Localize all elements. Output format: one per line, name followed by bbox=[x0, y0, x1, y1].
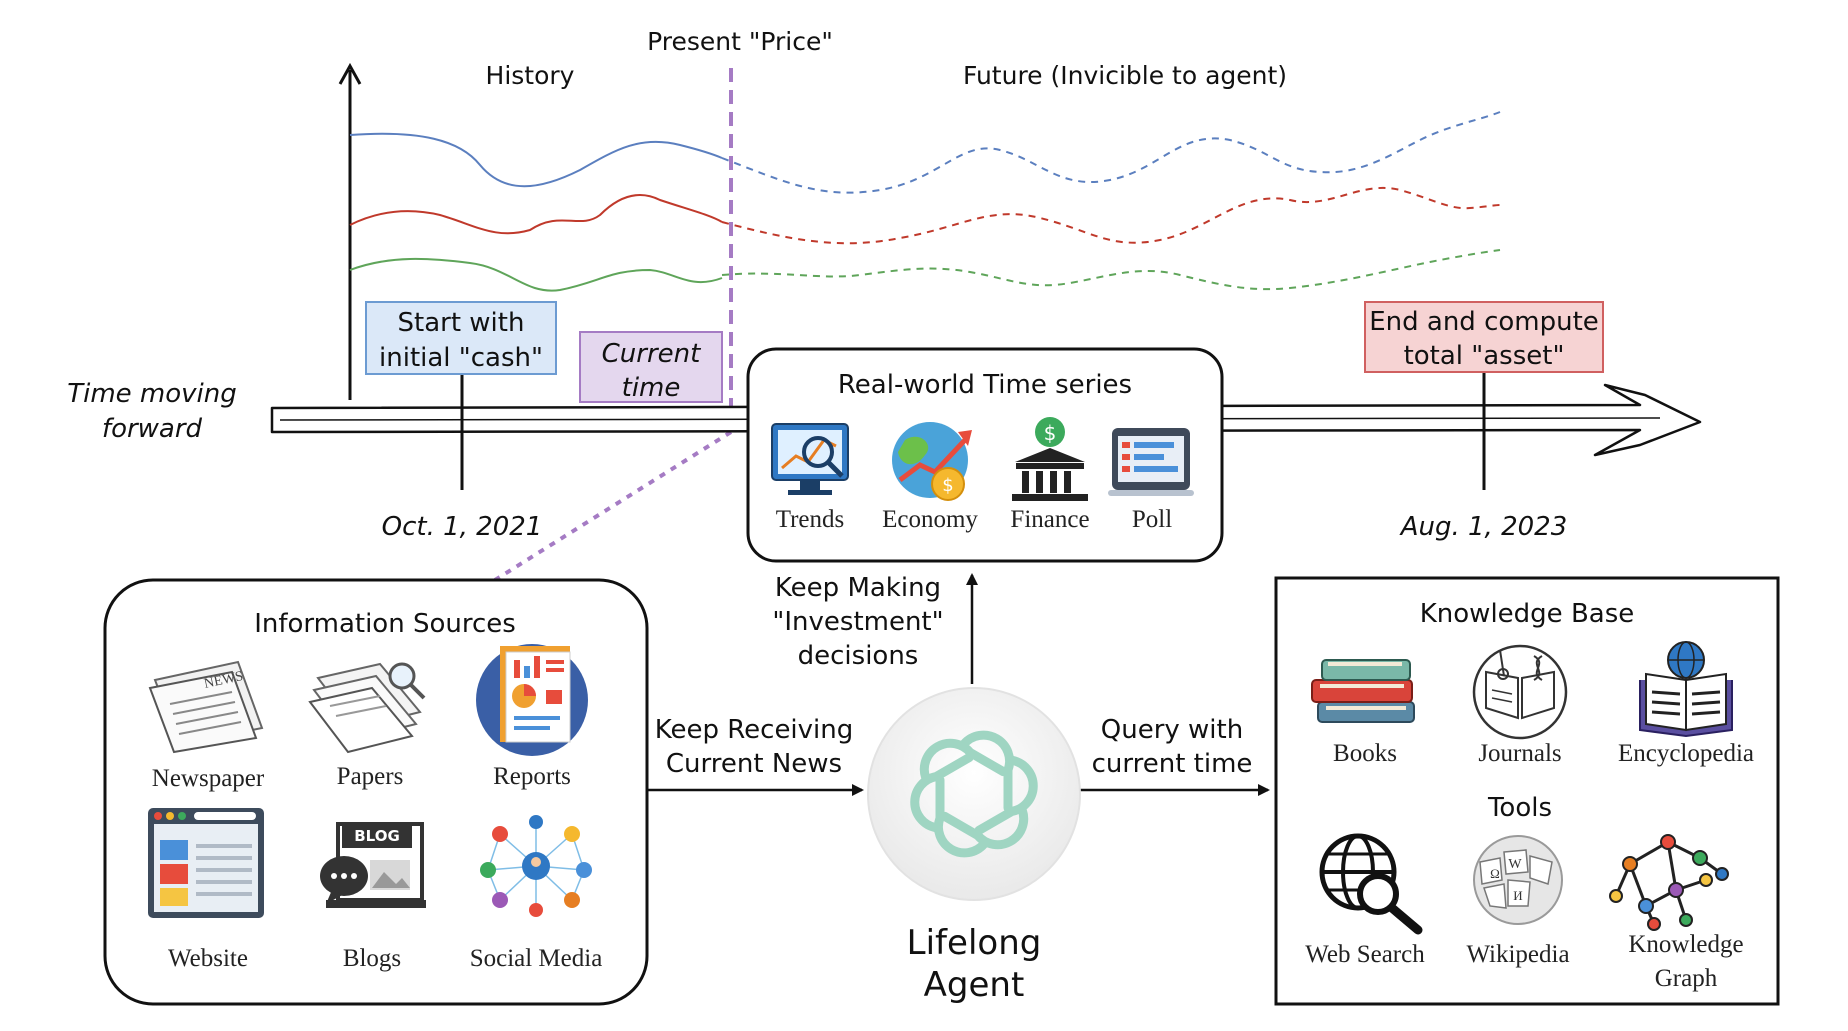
start-label-line1: Start with bbox=[398, 308, 525, 338]
books-label: Books bbox=[1333, 740, 1397, 767]
present-label: Present "Price" bbox=[647, 27, 833, 56]
newspaper-icon: NEWS bbox=[148, 660, 264, 754]
blogs-icon: BLOG bbox=[320, 822, 426, 908]
knowledge-graph-label-line1: Knowledge bbox=[1628, 931, 1743, 958]
series-red-future bbox=[721, 186, 1501, 245]
papers-label: Papers bbox=[337, 763, 404, 790]
decision-label-line1: Keep Making bbox=[775, 573, 941, 603]
web-search-icon bbox=[1319, 833, 1423, 935]
trends-icon bbox=[771, 423, 849, 495]
agent-label-line2: Agent bbox=[924, 965, 1025, 1005]
economy-label: Economy bbox=[882, 506, 978, 533]
start-label-line2: initial "cash" bbox=[379, 343, 543, 373]
encyclopedia-label: Encyclopedia bbox=[1618, 740, 1754, 767]
start-date: Oct. 1, 2021 bbox=[382, 512, 543, 542]
series-green-future bbox=[721, 249, 1501, 291]
reports-label: Reports bbox=[493, 763, 571, 790]
time-label-line2: forward bbox=[102, 414, 203, 444]
end-label-line1: End and compute bbox=[1369, 307, 1599, 337]
start-box: Start with initial "cash" bbox=[365, 301, 557, 375]
svg-text:И: И bbox=[1513, 888, 1522, 903]
svg-text:$: $ bbox=[1044, 421, 1057, 445]
end-box: End and compute total "asset" bbox=[1364, 301, 1604, 373]
knowledge-base-title: Knowledge Base bbox=[1420, 599, 1635, 629]
future-label: Future (Invicible to agent) bbox=[963, 61, 1287, 90]
info-sources-box: Information Sources NEWS Newspaper Paper… bbox=[103, 578, 649, 1006]
books-icon bbox=[1311, 659, 1415, 723]
time-label-line1: Time moving bbox=[67, 379, 237, 409]
poll-icon bbox=[1108, 428, 1194, 496]
svg-text:W: W bbox=[1508, 857, 1522, 872]
receiving-label-line2: Current News bbox=[666, 749, 842, 779]
papers-icon bbox=[308, 662, 426, 754]
info-sources-title: Information Sources bbox=[254, 609, 516, 639]
agent-label-line1: Lifelong bbox=[907, 923, 1042, 963]
website-icon bbox=[148, 808, 264, 918]
knowledge-base-box: Knowledge Base Books Journals bbox=[1274, 576, 1780, 1006]
history-chart: Present "Price" History Future (Invicibl… bbox=[338, 27, 1501, 582]
social-media-icon bbox=[480, 815, 592, 917]
poll-label: Poll bbox=[1132, 506, 1172, 533]
website-label: Website bbox=[168, 945, 248, 972]
blog-icon-text: BLOG bbox=[354, 827, 400, 845]
svg-text:Ω: Ω bbox=[1490, 866, 1500, 881]
agent-logo-icon bbox=[910, 730, 1038, 858]
encyclopedia-icon bbox=[1639, 641, 1733, 738]
agent-circle bbox=[867, 687, 1081, 901]
receiving-label-line1: Keep Receiving bbox=[655, 715, 854, 745]
journals-icon bbox=[1472, 644, 1568, 740]
series-green-history bbox=[349, 257, 723, 292]
knowledge-graph-icon bbox=[1609, 834, 1729, 931]
series-blue-history bbox=[349, 132, 723, 188]
end-label-line2: total "asset" bbox=[1404, 341, 1565, 371]
newspaper-label: Newspaper bbox=[152, 765, 265, 792]
reports-icon bbox=[476, 644, 588, 756]
wikipedia-label: Wikipedia bbox=[1466, 941, 1569, 968]
decision-label-line3: decisions bbox=[798, 641, 919, 671]
finance-icon: $ bbox=[1012, 417, 1088, 501]
query-label-line2: current time bbox=[1092, 749, 1253, 779]
timeseries-title: Real-world Time series bbox=[838, 370, 1132, 400]
history-label: History bbox=[486, 61, 575, 90]
present-connector bbox=[493, 430, 733, 582]
blogs-label: Blogs bbox=[343, 945, 401, 972]
svg-text:$: $ bbox=[942, 475, 953, 496]
timeseries-box: Real-world Time series Trends $ Economy bbox=[746, 347, 1224, 563]
trends-label: Trends bbox=[776, 506, 845, 533]
journals-label: Journals bbox=[1478, 740, 1561, 767]
economy-icon: $ bbox=[892, 422, 972, 501]
finance-label: Finance bbox=[1010, 506, 1089, 533]
agent-area: Keep Making "Investment" decisions Keep … bbox=[648, 573, 1270, 1005]
tools-title: Tools bbox=[1487, 793, 1552, 823]
web-search-label: Web Search bbox=[1305, 941, 1425, 968]
wikipedia-icon: W Ω И bbox=[1473, 835, 1563, 925]
query-label-line1: Query with bbox=[1101, 715, 1243, 745]
current-label-line2: time bbox=[622, 373, 681, 403]
series-blue-future bbox=[721, 111, 1501, 194]
y-axis-arrowhead bbox=[338, 62, 362, 85]
series-red-history bbox=[349, 194, 723, 235]
social-media-label: Social Media bbox=[470, 945, 603, 972]
current-label-line1: Current bbox=[602, 339, 701, 369]
decision-label-line2: "Investment" bbox=[772, 607, 943, 637]
current-box: Current time bbox=[579, 331, 723, 403]
knowledge-graph-label-line2: Graph bbox=[1655, 965, 1718, 992]
end-date: Aug. 1, 2023 bbox=[1399, 512, 1568, 542]
